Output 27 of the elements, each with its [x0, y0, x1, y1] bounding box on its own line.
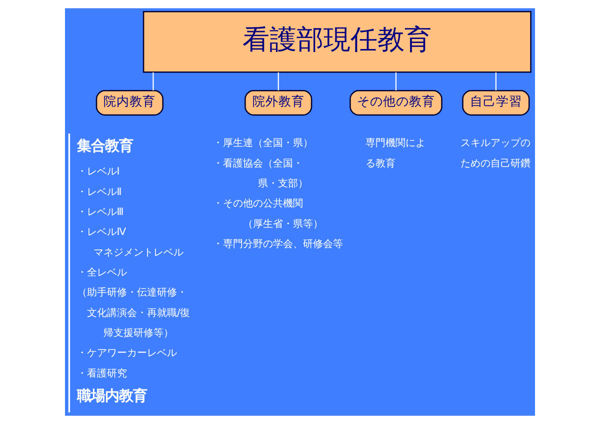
node-box: その他の教育 — [350, 90, 442, 116]
node-label: ・全レベル — [76, 268, 127, 279]
node-label: 集合教育 — [76, 138, 133, 154]
node-box: 院外教育 — [244, 90, 312, 116]
node-label: 職場内教育 — [76, 388, 147, 405]
node-box: 院内教育 — [96, 90, 164, 116]
node-label: ・レベルⅠ — [76, 166, 120, 178]
node-label: ・ケアワーカーレベル — [76, 348, 177, 360]
node-label: マネジメントレベル — [94, 247, 184, 258]
connector — [395, 72, 397, 90]
node-label: ・厚生連（全国・県） — [212, 138, 313, 150]
node-label: 専門機関による教育 — [366, 138, 426, 170]
node-label: （助手研修・伝達研修・文化講演会・再就職/復帰支援研修等） — [76, 288, 190, 339]
connector — [278, 72, 279, 90]
node-label: ・レベルⅣ — [76, 227, 126, 238]
node-label: ・レベルⅡ — [76, 186, 122, 198]
node-box: 看護部現任教育 — [142, 11, 532, 73]
node-label: ・看護協会（全国・県・支部） — [212, 158, 308, 190]
node-label: ・専門分野の学会、研修会等 — [212, 238, 343, 250]
connector — [495, 72, 496, 90]
connector — [152, 72, 154, 90]
node-label: （厚生省・県等） — [243, 218, 324, 230]
node-label: ・レベルⅢ — [76, 207, 124, 218]
node-label: ・その他の公共機関 — [212, 198, 303, 210]
node-label: スキルアップのための自己研鑽 — [460, 138, 531, 170]
node-label: ・看護研究 — [76, 368, 127, 380]
node-box: 自己学習 — [462, 90, 530, 116]
